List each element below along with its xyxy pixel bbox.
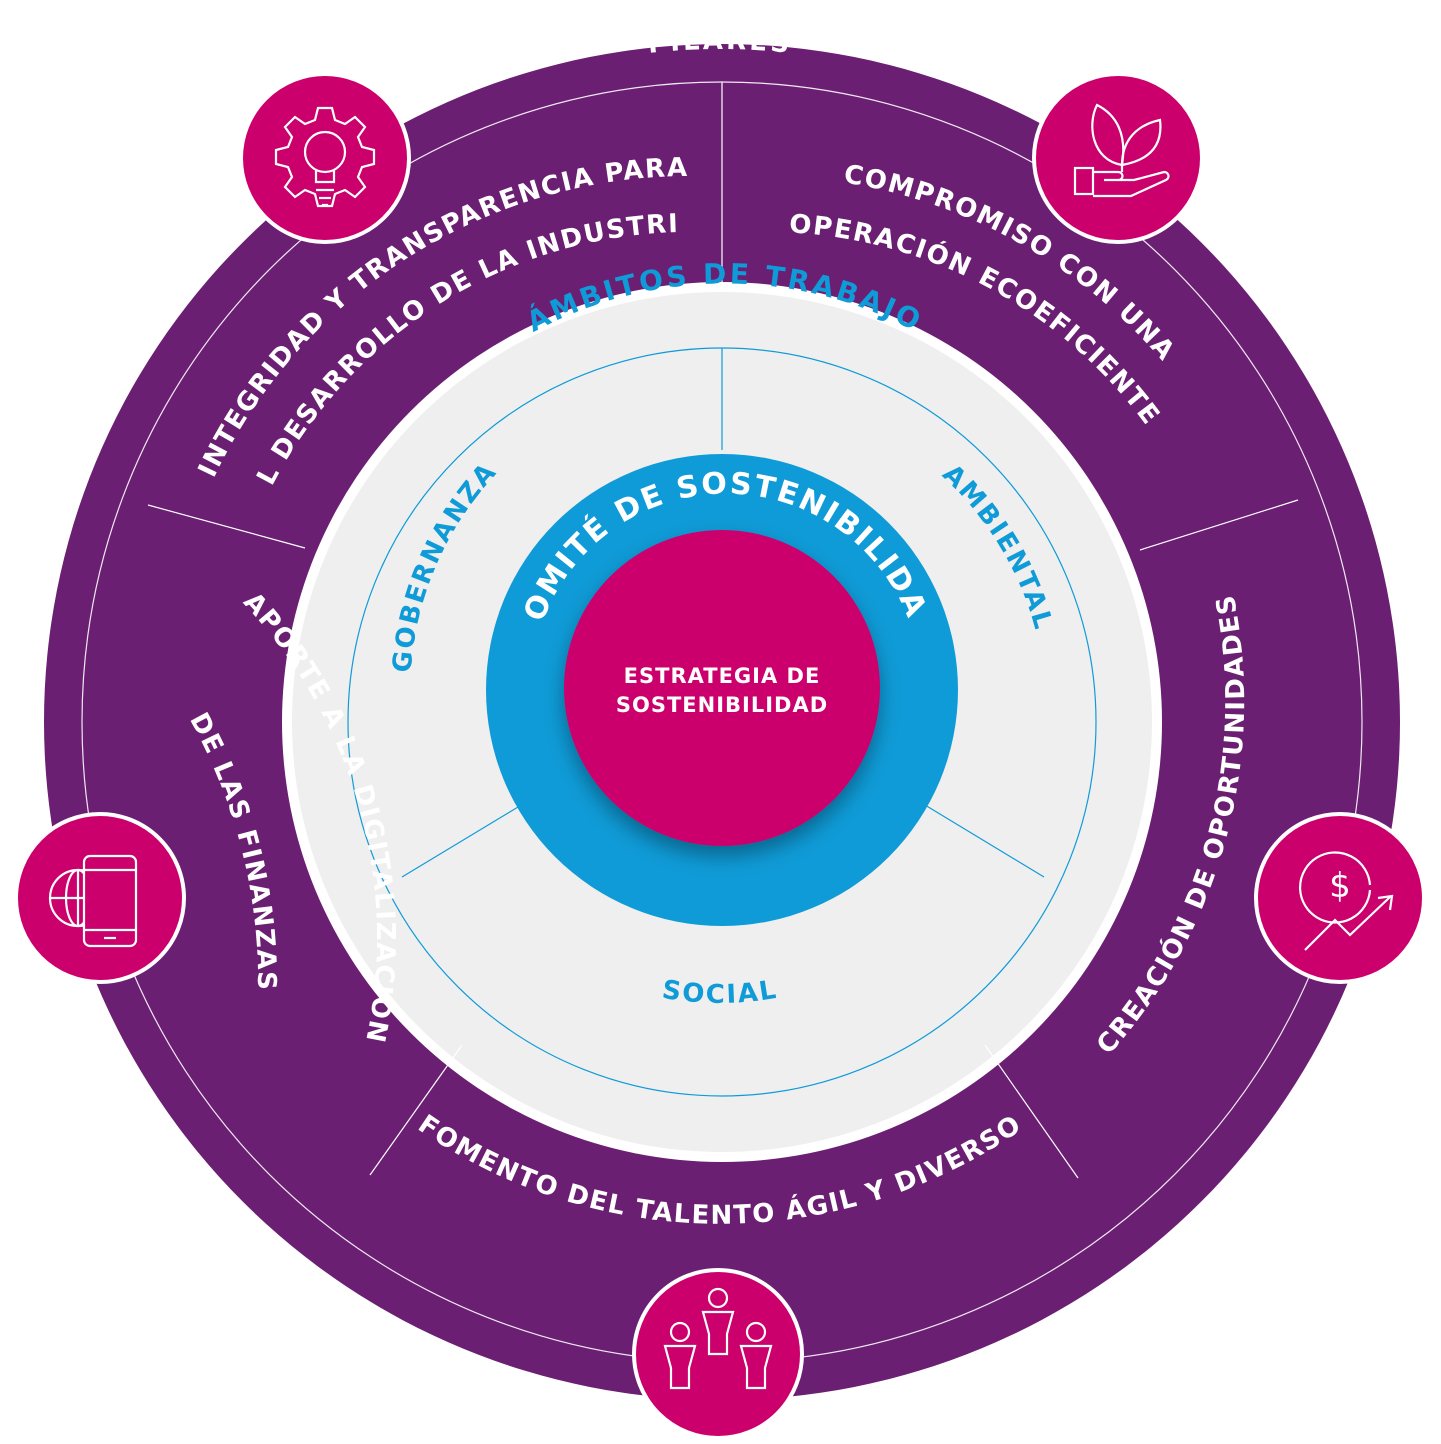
divider-lower-left — [369, 1044, 463, 1176]
people-group-icon — [632, 1268, 804, 1440]
hand-leaves-icon — [1032, 72, 1204, 244]
svg-text:$: $ — [1329, 866, 1351, 906]
dollar-growth-icon: $ — [1254, 812, 1426, 984]
area-divider-right — [924, 804, 1045, 878]
divider-upper-right — [1139, 499, 1299, 551]
phone-globe-icon — [14, 812, 186, 984]
area-divider-left — [401, 806, 519, 878]
divider-upper-left — [147, 504, 306, 549]
area-label-social: SOCIAL — [660, 975, 780, 1010]
pillars-title: PILARES — [646, 26, 793, 60]
core-title-line-2: SOSTENIBILIDAD — [616, 693, 828, 717]
area-dividers — [401, 348, 1045, 878]
strategy-core — [564, 530, 880, 846]
core-title-line-1: ESTRATEGIA DE — [624, 664, 821, 688]
divider-lower-right — [984, 1044, 1079, 1179]
pillar-dividers — [147, 82, 1299, 1179]
gear-lightbulb-icon — [239, 72, 411, 244]
